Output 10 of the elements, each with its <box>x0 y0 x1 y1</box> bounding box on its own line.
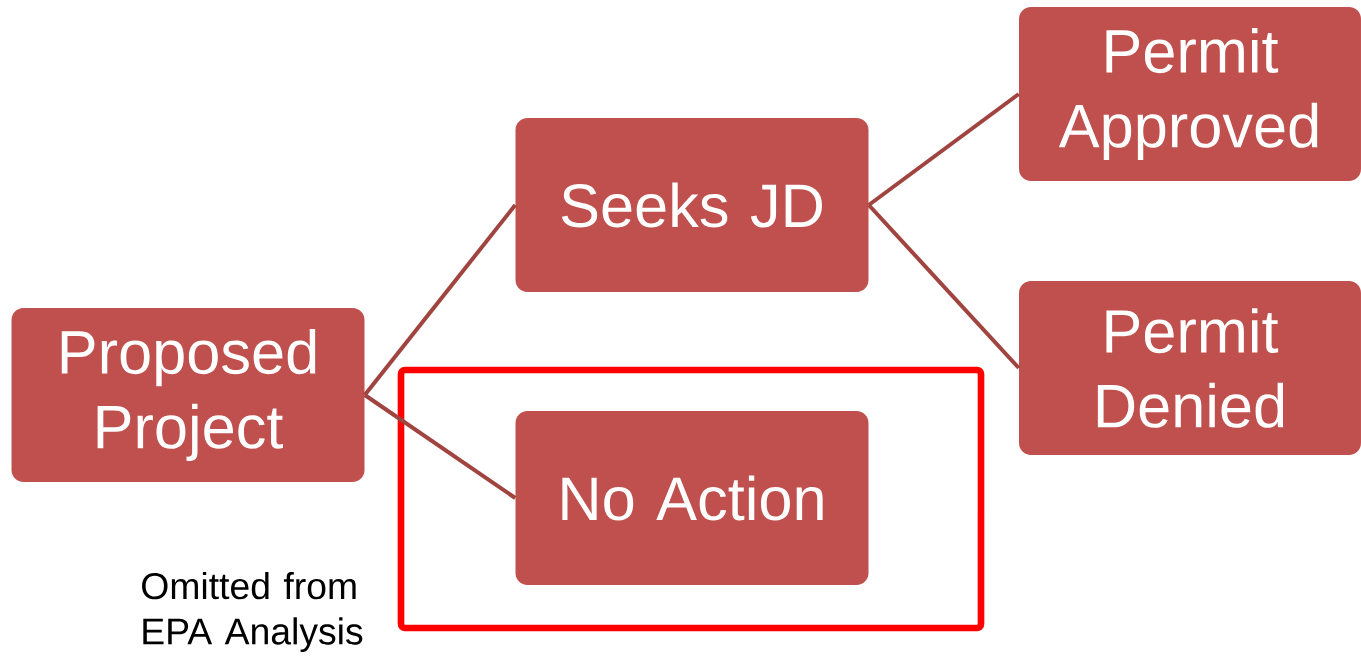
process-box: Permit Denied <box>1019 281 1361 455</box>
process-box: Seeks JD <box>515 118 869 292</box>
process-box: Permit Approved <box>1019 7 1361 181</box>
connector-line <box>867 92 1020 207</box>
note-text: Omitted from EPA Analysis <box>142 571 363 653</box>
connector-line <box>363 393 517 500</box>
connector-line <box>867 203 1021 370</box>
process-box: Proposed Project <box>11 308 365 482</box>
connector-line <box>363 203 517 397</box>
process-box: No Action <box>515 411 869 585</box>
